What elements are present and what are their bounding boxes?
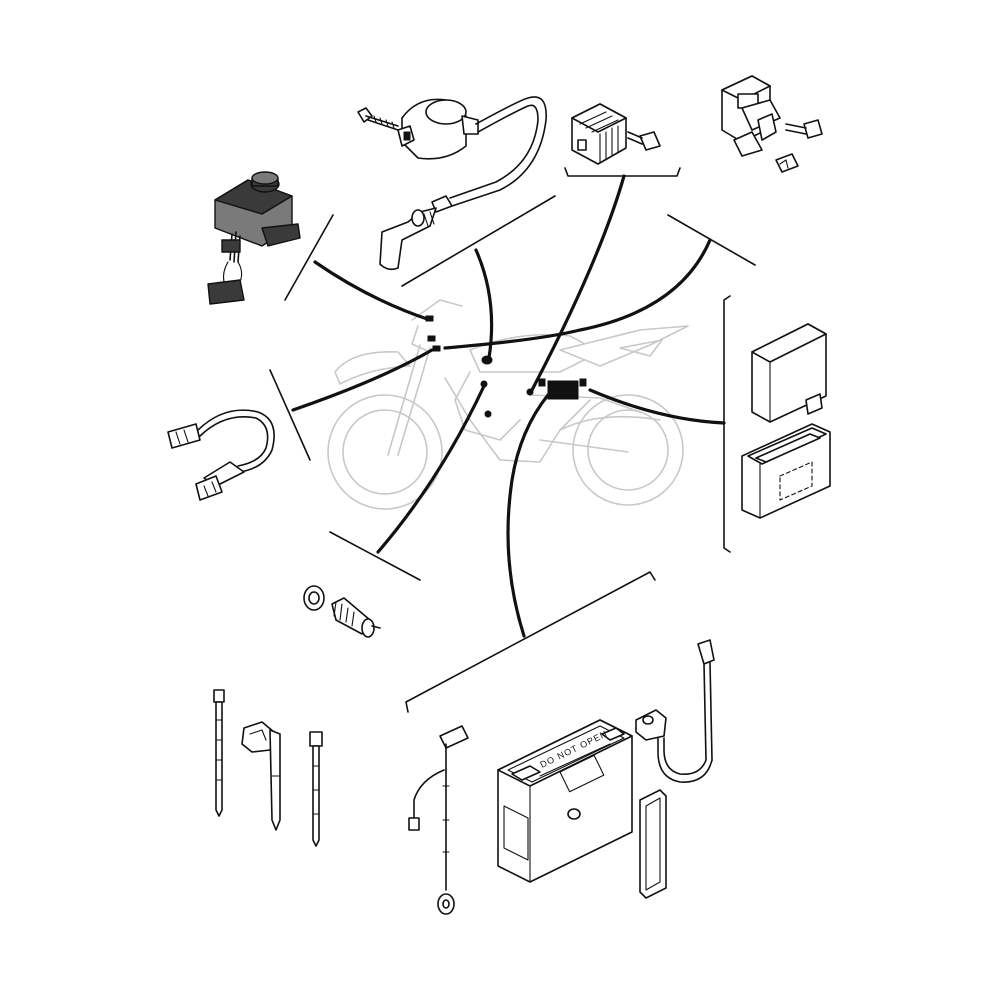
cdi-case bbox=[741, 423, 831, 519]
wire-clamp bbox=[241, 721, 281, 831]
leader-regulator bbox=[530, 174, 626, 392]
bracket-sensor-lead bbox=[269, 369, 311, 461]
handlebar-switch bbox=[207, 171, 301, 305]
connector-point bbox=[484, 410, 492, 418]
battery: DO NOT OPEN bbox=[497, 719, 633, 883]
leader-lines bbox=[269, 167, 756, 713]
neutral-switch bbox=[303, 585, 381, 638]
negative-cable bbox=[408, 725, 469, 915]
leader-ignition-coil bbox=[474, 248, 494, 360]
leader-neutral-switch bbox=[376, 384, 486, 554]
bracket-switch bbox=[284, 214, 334, 301]
leader-relay bbox=[443, 238, 712, 350]
cable-tie-right bbox=[309, 731, 323, 847]
regulator-rectifier bbox=[571, 103, 661, 165]
cdi-unit bbox=[751, 323, 827, 423]
sensor-lead bbox=[167, 409, 275, 501]
ignition-coil bbox=[357, 96, 547, 271]
bracket-ignition-coil bbox=[401, 195, 556, 287]
bracket-neutral-switch bbox=[329, 531, 421, 581]
positive-cable bbox=[635, 639, 715, 783]
leader-cdi bbox=[588, 388, 726, 425]
bracket-regulator bbox=[564, 167, 681, 177]
cable-tie-left bbox=[213, 689, 225, 817]
bracket-battery bbox=[405, 571, 656, 713]
leader-sensor-lead bbox=[291, 348, 434, 412]
connector-point bbox=[538, 378, 546, 387]
connector-point bbox=[432, 345, 441, 352]
battery-strap bbox=[639, 789, 667, 899]
electrical-box-mount bbox=[547, 380, 579, 400]
motorcycle-outline bbox=[327, 299, 689, 510]
connector-point bbox=[427, 335, 436, 342]
starter-relay bbox=[721, 75, 823, 173]
leader-switch bbox=[313, 260, 432, 322]
connector-point bbox=[579, 378, 587, 387]
leader-battery bbox=[506, 393, 550, 638]
